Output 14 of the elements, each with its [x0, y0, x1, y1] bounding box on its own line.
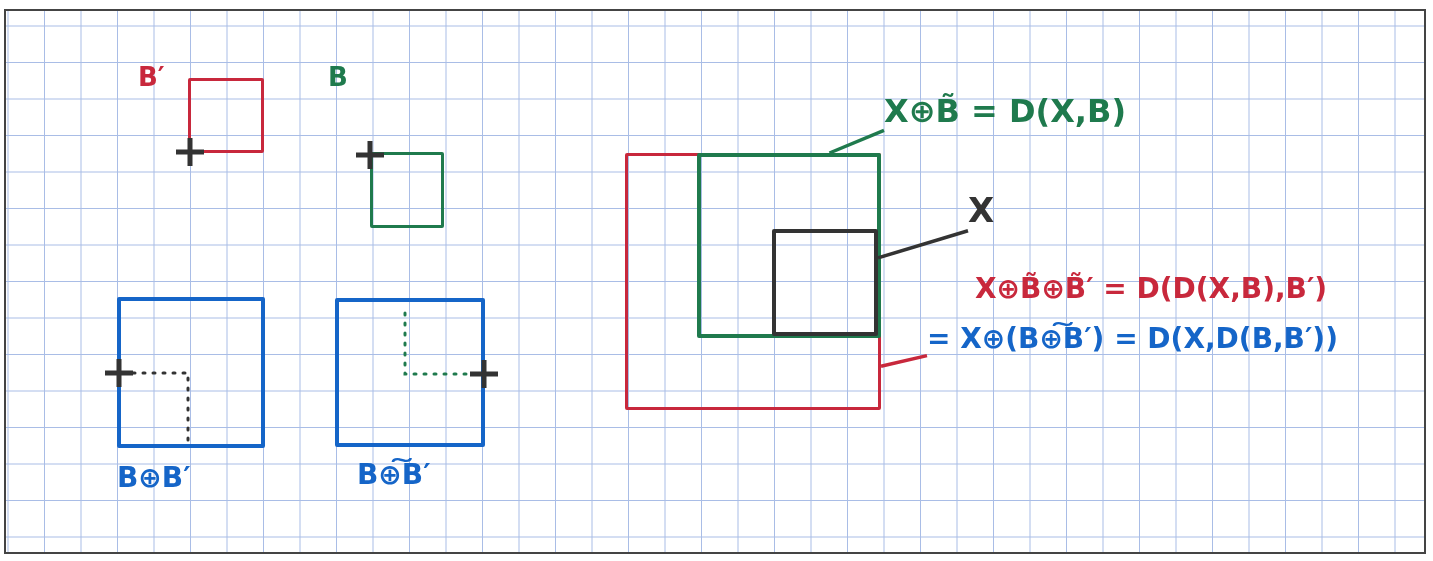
math-label: B′ [138, 62, 165, 94]
math-label: X⊕B̃⊕B̃′ = D(D(X,B),B′) [975, 272, 1328, 306]
leader-line [880, 353, 928, 368]
rectangle-outline [697, 153, 881, 338]
leader-line [828, 128, 885, 155]
math-label: X⊕B̃ = D(X,B) [884, 92, 1126, 131]
math-label: X [968, 190, 995, 231]
math-label: = X⊕(B⊕͠B′) = D(X,D(B,B′)) [927, 322, 1338, 356]
leader-line [877, 229, 969, 260]
square-outline [772, 229, 878, 336]
rectangle-outline [625, 153, 881, 410]
math-label: B⊕͠B′ [357, 458, 431, 492]
math-label: B [328, 62, 348, 94]
math-label: B⊕B′ [117, 461, 191, 495]
